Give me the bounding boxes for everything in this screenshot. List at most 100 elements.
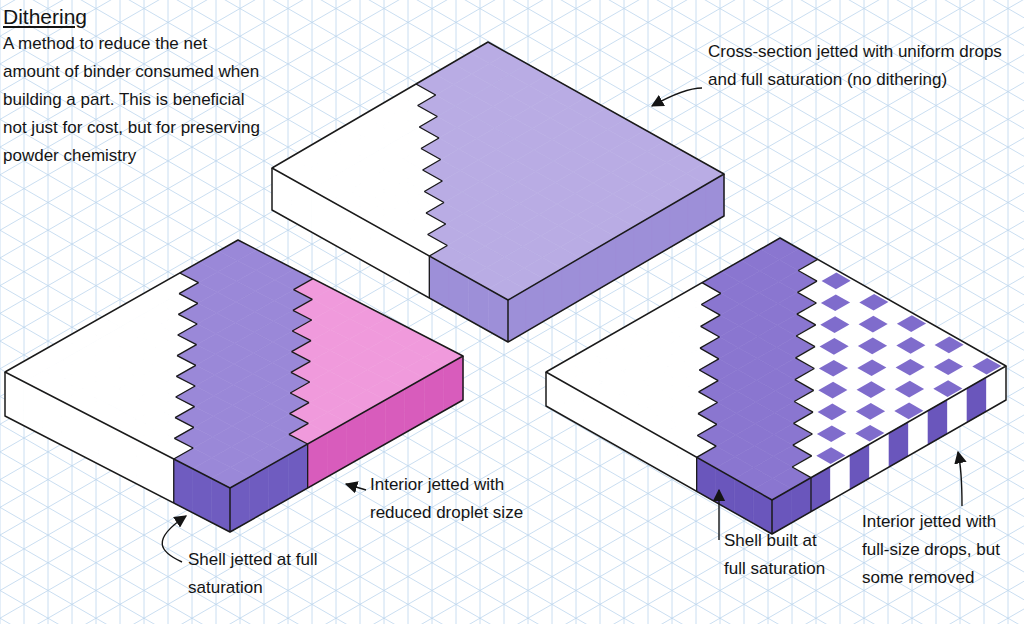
boundary-line [174,448,193,459]
boundary-line [175,418,194,428]
boundary-line [292,320,311,331]
boundary-line [292,331,311,341]
boundary-line [291,361,310,372]
side-cell [308,433,327,488]
grid-line [0,0,1024,369]
grid-line [0,0,1024,489]
grid-line [0,119,1024,624]
side-cell [488,289,508,342]
boundary-line [798,281,818,292]
grid-line [0,0,1024,295]
grid-line [384,0,385,624]
grid-line [0,0,1024,239]
boundary-line [699,381,719,392]
side-cell [272,168,292,221]
grid-line [0,0,1024,535]
side-cell [772,489,792,534]
boundary-line [429,246,447,257]
boundary-line [177,345,196,356]
side-cell [370,223,390,276]
grid-line [648,0,649,624]
grid-line [0,609,1024,624]
grid-line [0,64,1024,624]
boundary-line [796,325,816,336]
boundary-line [416,84,436,95]
boundary-line [696,457,697,491]
grid-line [0,369,1024,624]
boundary-line [179,283,198,294]
boundary-line [792,467,811,478]
side-cell [331,201,351,254]
leader-line [162,516,186,562]
side-cell [753,489,772,534]
grid-line [0,27,1024,618]
boundary-line [701,315,721,326]
grid-line [0,0,1024,406]
boundary-line [798,259,818,270]
boundary-line [796,347,816,358]
boundary-line [177,356,196,366]
grid-line [0,249,1024,624]
grid-line [0,0,1024,396]
side-cell [429,256,449,309]
boundary-line [290,403,309,414]
boundary-line [424,192,444,203]
side-cell [269,455,289,510]
boundary-line [701,305,720,316]
leader-line [718,490,719,540]
grid-line [0,332,1024,624]
grid-line [0,286,1024,624]
boundary-line [291,372,310,382]
grid-line [624,0,625,624]
side-cell [706,174,724,227]
boundary-line [290,393,309,403]
boundary-line [424,181,442,192]
grid-line [0,0,1024,590]
side-cell [405,378,424,433]
slab-drawings [5,42,1006,534]
grid-line [1008,0,1009,624]
boundary-line [428,235,448,246]
side-cell [449,267,469,320]
boundary-line [307,444,308,488]
leader-line [958,452,962,506]
side-cell [734,479,753,524]
boundary-line [697,446,717,457]
grid-line [600,0,601,624]
grid-line [0,396,1024,624]
side-cell [697,457,716,502]
side-cell [659,436,678,481]
boundary-line [421,138,439,149]
boundary-line [294,290,313,300]
grid-line [0,0,1024,507]
boundary-line [175,407,194,418]
boundary-line [421,149,441,160]
side-cell [311,190,331,243]
boundary-line [178,303,197,314]
side-cell [424,367,443,422]
grid-line [0,0,1024,378]
grid-line [0,203,1024,624]
boundary-line [700,348,719,359]
side-cell [987,366,1007,411]
boundary-line [419,117,437,128]
boundary-line [698,414,717,425]
boundary-line [178,324,197,335]
side-cell [634,216,652,269]
grid-line [0,0,1024,286]
boundary-line [795,369,815,380]
grid-line [0,507,1024,624]
boundary-line [423,170,443,181]
side-cell [546,372,565,417]
side-cell [249,466,268,521]
description-note: A method to reduce the net amount of bin… [3,30,265,170]
grid-line [0,0,1024,267]
grid-line [0,304,1024,624]
side-cell [909,411,929,456]
boundary-line [795,380,814,391]
side-cell [967,377,987,422]
callout-label: Cross-section jetted with uniform drops … [708,38,1020,94]
boundary-line [290,414,309,424]
boundary-line [178,335,197,345]
